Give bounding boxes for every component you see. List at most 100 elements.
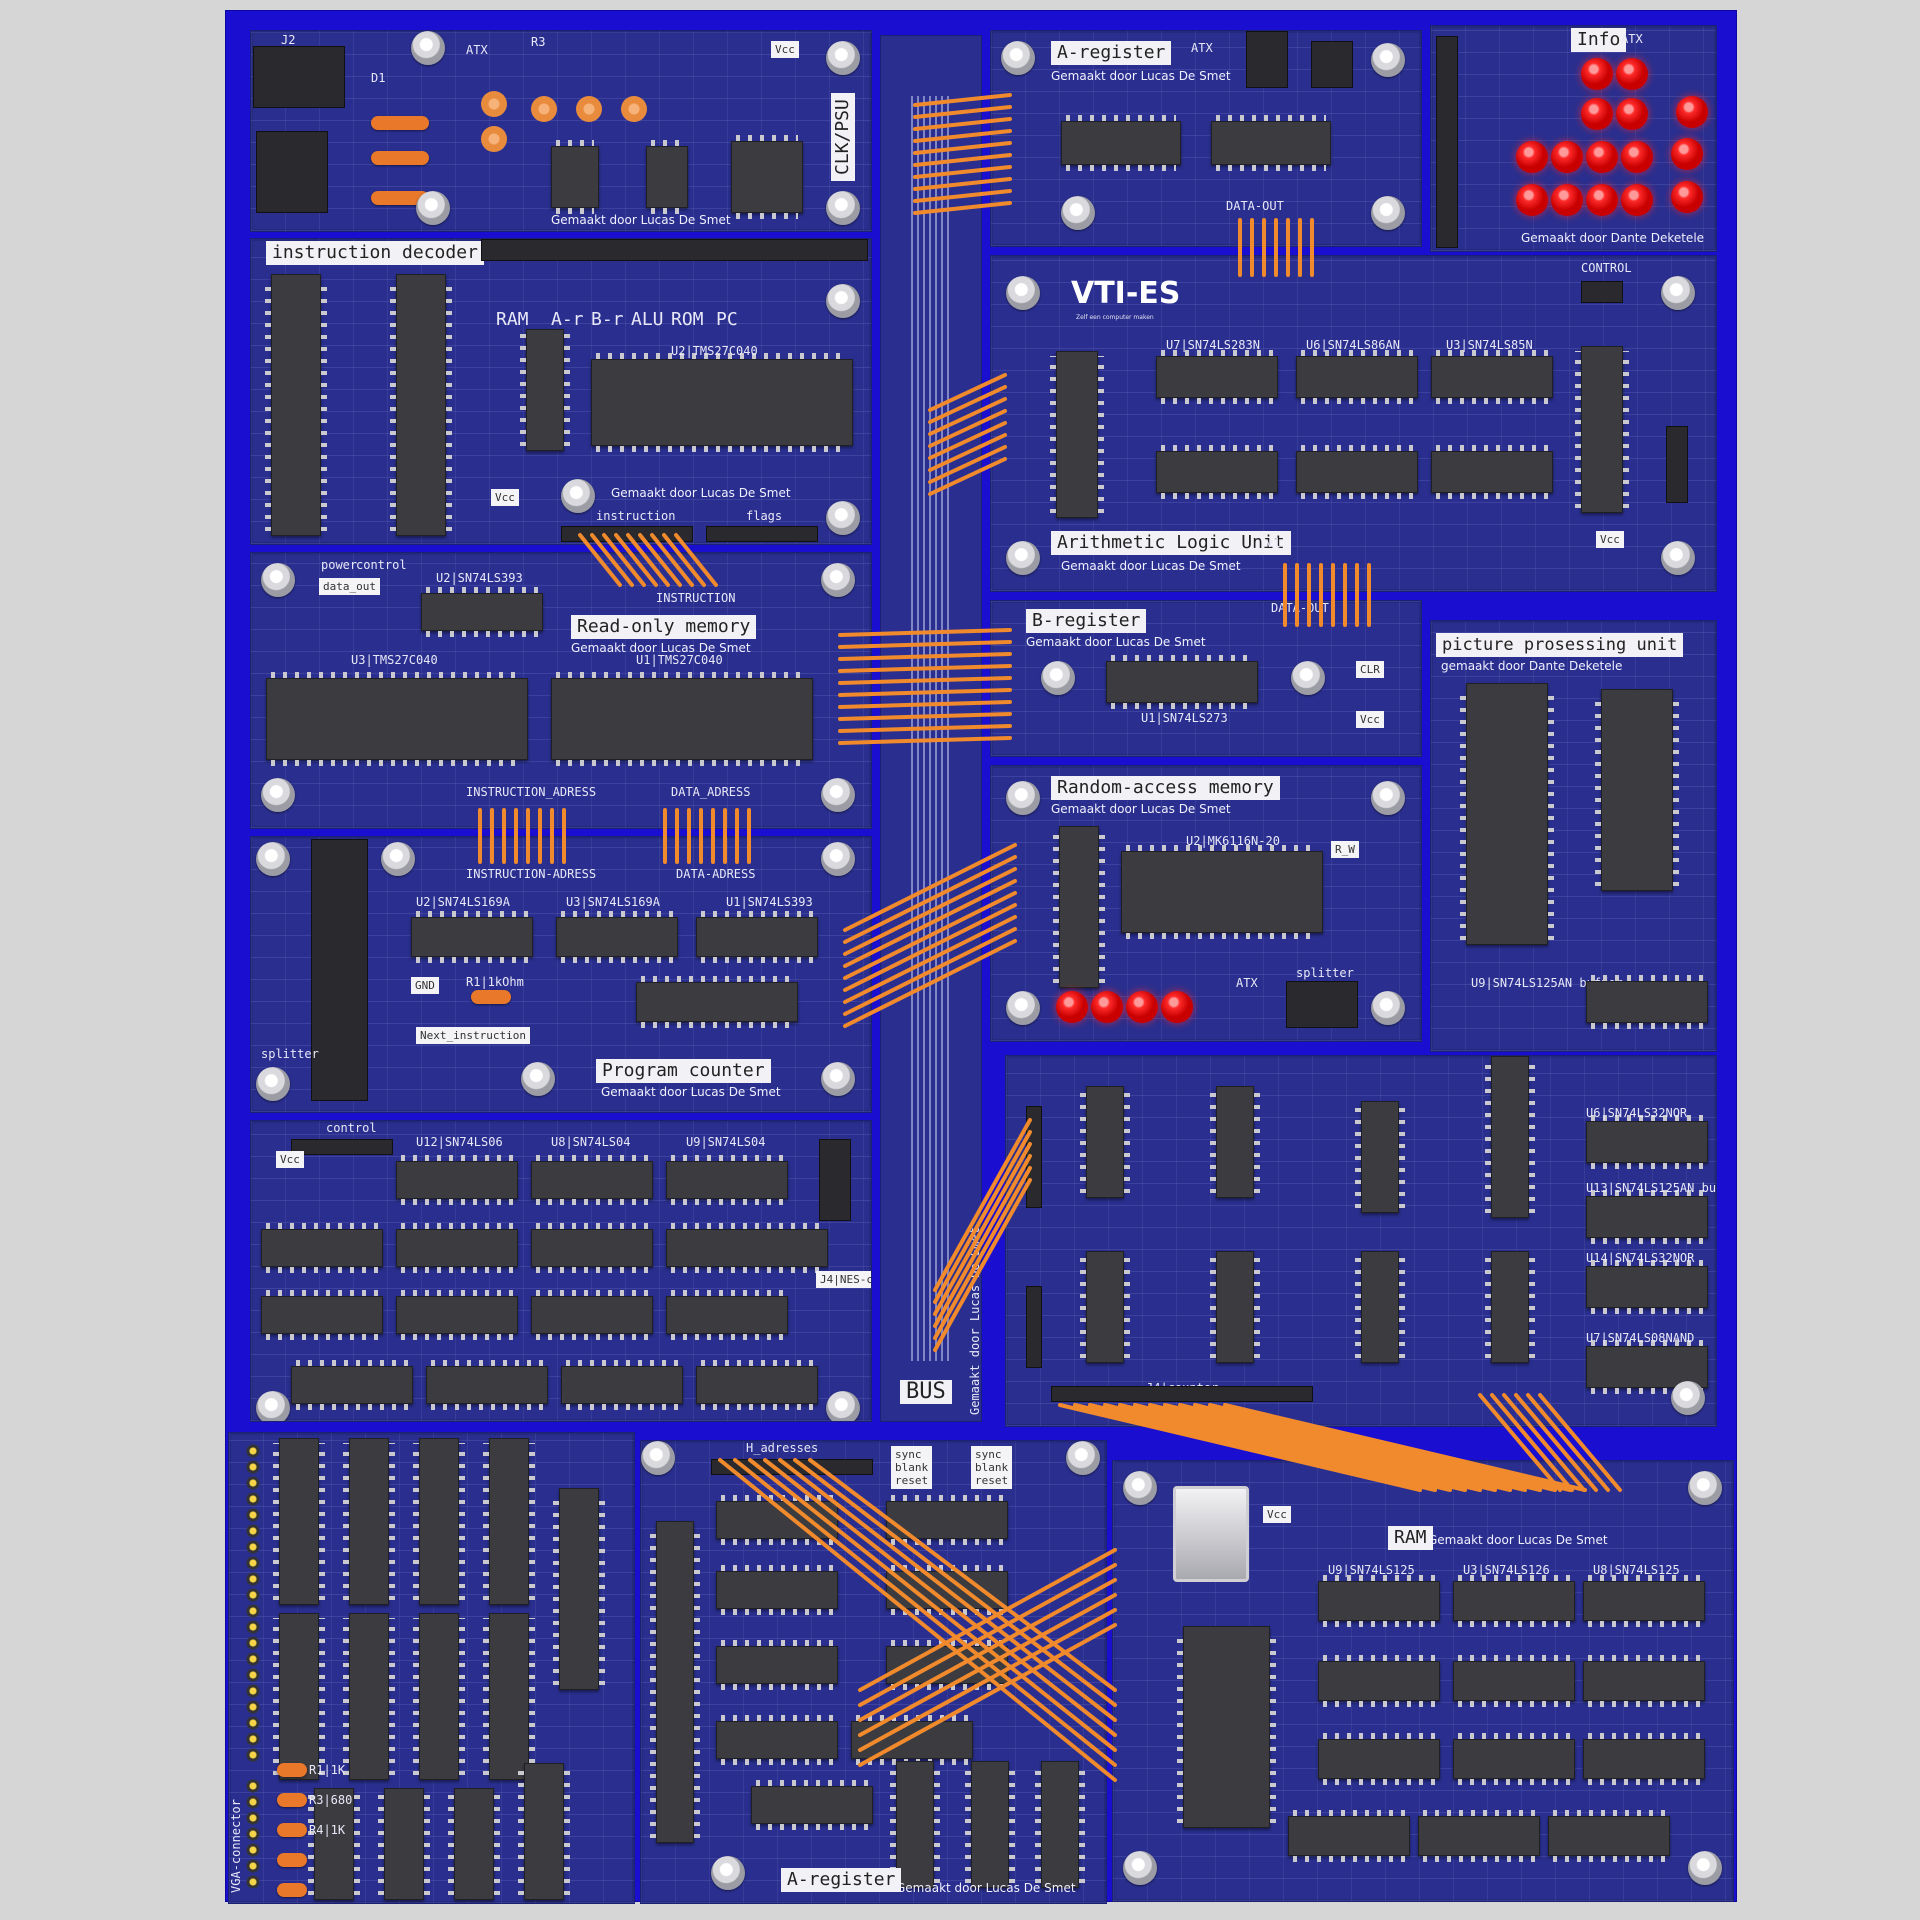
bus-label: BUS bbox=[900, 1380, 952, 1404]
status-led bbox=[1161, 991, 1193, 1023]
module-credit: gemaakt door Dante Deketele bbox=[1441, 659, 1623, 673]
bus-spine bbox=[880, 35, 982, 1422]
sram-chip bbox=[1177, 1626, 1276, 1828]
mount-screw bbox=[1006, 991, 1040, 1025]
resistor-r4 bbox=[371, 116, 429, 130]
power-pins: Vcc bbox=[1596, 531, 1624, 548]
mount-screw bbox=[1291, 661, 1325, 695]
ic-chip bbox=[265, 274, 327, 536]
or-chip bbox=[1586, 1260, 1708, 1314]
ic-chip bbox=[1061, 115, 1181, 171]
silk-label: U3|SN74LS169A bbox=[566, 895, 660, 909]
mount-screw bbox=[1688, 1471, 1722, 1505]
silk-label: U13|SN74LS125AN buffer bbox=[1586, 1181, 1717, 1195]
ic-chip bbox=[1318, 1733, 1440, 1785]
module-title: CLK/PSU bbox=[831, 93, 855, 181]
ic-chip bbox=[261, 1223, 383, 1273]
resistor-r3 bbox=[277, 1793, 307, 1807]
sram-chip bbox=[1595, 689, 1679, 891]
silk-label: U1|SN74LS393 bbox=[726, 895, 813, 909]
silk-label: control bbox=[356, 558, 407, 572]
atx-connector bbox=[256, 131, 328, 213]
status-led bbox=[1621, 141, 1653, 173]
silk-label: VGA-connector bbox=[229, 1799, 243, 1893]
mount-screw bbox=[1066, 1441, 1100, 1475]
ic-chip bbox=[886, 1640, 1008, 1690]
module-info: Info ATX Gemaakt door Dante Deketele bbox=[1430, 25, 1717, 252]
latch-chip bbox=[636, 976, 798, 1028]
status-led bbox=[1586, 184, 1618, 216]
module-title: Info bbox=[1571, 28, 1627, 52]
counter-chip bbox=[1080, 1086, 1130, 1198]
resistor-r6 bbox=[277, 1883, 307, 1897]
cu-control-pins: Vcc bbox=[276, 1151, 304, 1168]
status-led bbox=[1671, 138, 1703, 170]
resistor-r1 bbox=[371, 191, 429, 205]
status-led bbox=[1586, 141, 1618, 173]
header-pins bbox=[1666, 426, 1688, 503]
silk-label: U1|TMS27C040 bbox=[636, 653, 723, 667]
module-clk-psu: CLK/PSU Gemaakt door Lucas De Smet J2 D1… bbox=[250, 30, 872, 232]
mount-screw bbox=[1688, 1851, 1722, 1885]
ic-chip bbox=[413, 1438, 465, 1605]
silk-label: R4|1K bbox=[309, 1823, 346, 1837]
mount-screw bbox=[1371, 781, 1405, 815]
board-title: VTI-ES bbox=[1071, 276, 1181, 311]
status-led bbox=[1616, 98, 1648, 130]
module-alu: VTI-ES Zelf een computer maken CONTROL U… bbox=[990, 255, 1717, 592]
ic-chip bbox=[1583, 1655, 1705, 1707]
ic-chip bbox=[561, 1360, 683, 1410]
status-led bbox=[1516, 184, 1548, 216]
mount-screw bbox=[1006, 781, 1040, 815]
silk-label: DATA-OUT bbox=[1271, 601, 1329, 615]
mount-screw bbox=[826, 501, 860, 535]
silk-label: B-r bbox=[591, 309, 624, 330]
bus-credit: Gemaakt door Lucas De Smet bbox=[968, 1227, 982, 1415]
silk-label: H_adresses bbox=[746, 1441, 819, 1455]
j2-header bbox=[1026, 1286, 1042, 1368]
silk-label: U2|SN74LS393 bbox=[436, 571, 523, 585]
mount-screw bbox=[826, 191, 860, 225]
power-pins: GND bbox=[411, 977, 439, 994]
ic-chip bbox=[396, 1290, 518, 1340]
status-led bbox=[1581, 98, 1613, 130]
module-title: picture prosessing unit bbox=[1436, 633, 1684, 657]
ic-chip bbox=[483, 1438, 535, 1605]
counter-chip bbox=[411, 911, 533, 963]
ic-chip bbox=[1211, 115, 1331, 171]
module-title: Arithmetic Logic Unit bbox=[1051, 531, 1291, 555]
silk-label: R3 bbox=[531, 35, 546, 49]
mount-screw bbox=[1001, 41, 1035, 75]
ic-chip bbox=[851, 1715, 973, 1765]
alu-version: v1 bbox=[1266, 536, 1281, 550]
eeprom-chip bbox=[551, 672, 813, 766]
mount-screw bbox=[821, 778, 855, 812]
module-credit: Gemaakt door Dante Deketele bbox=[1521, 231, 1705, 245]
module-video-ram: Vcc RAM Gemaakt door Lucas De Smet U9|SN… bbox=[1112, 1460, 1734, 1902]
mount-screw bbox=[826, 1391, 860, 1421]
ic-chip bbox=[646, 140, 688, 214]
silk-label: A-r bbox=[551, 309, 584, 330]
silk-label: U2|MK6116N-20 bbox=[1186, 834, 1280, 848]
push-switch-s2[interactable] bbox=[731, 135, 803, 219]
ic-chip bbox=[273, 1438, 325, 1605]
status-led bbox=[1616, 58, 1648, 90]
silk-label: RAM bbox=[496, 309, 529, 330]
counter-chip bbox=[696, 911, 818, 963]
module-credit: Gemaakt door Lucas De Smet bbox=[1051, 69, 1231, 83]
j1-header bbox=[1026, 1106, 1042, 1208]
counter-chip bbox=[421, 587, 543, 637]
status-led bbox=[1676, 96, 1708, 128]
silk-label: J2 bbox=[281, 33, 296, 47]
silk-label: DATA_ADRESS bbox=[671, 785, 751, 799]
module-title: A-register bbox=[1051, 41, 1172, 65]
mount-screw bbox=[826, 284, 860, 318]
nes-controller-pins: J4|NES-controller bbox=[816, 1271, 871, 1288]
silk-label: ATX bbox=[1621, 32, 1643, 46]
power-pins: Vcc bbox=[491, 489, 519, 506]
power-pins: Vcc bbox=[1356, 711, 1384, 728]
status-led bbox=[1056, 991, 1088, 1023]
ic-chip bbox=[1453, 1655, 1575, 1707]
ic-chip bbox=[666, 1290, 788, 1340]
ic-chip bbox=[1035, 1761, 1085, 1888]
